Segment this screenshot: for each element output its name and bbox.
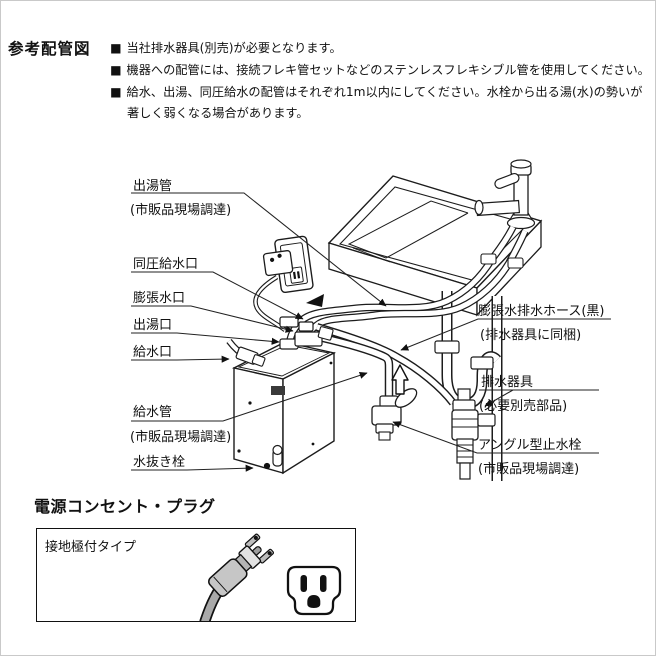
label-expansion-port: 膨張水口: [133, 291, 185, 306]
page-title: 参考配管図: [8, 40, 91, 58]
drain-plug: [263, 444, 283, 470]
bullet-icon: ■: [110, 41, 122, 55]
bullet-icon: ■: [110, 62, 122, 77]
note-item: ■ 当社排水器具(別売)が必要となります。: [110, 38, 650, 60]
label-hot-water-pipe: 出湯管: [133, 179, 172, 194]
leader-lines: [131, 192, 611, 472]
power-outlet-icon: [286, 565, 342, 616]
label-water-inlet: 給水口: [133, 345, 172, 360]
label-drain-plug: 水抜き栓: [133, 454, 185, 470]
label-drain-fixture: 排水器具: [481, 375, 533, 390]
drain-fixture: [451, 388, 496, 480]
wall-outlet: [262, 235, 314, 294]
bullet-icon: ■: [110, 84, 122, 99]
label-angle-stop-valve-note: (市販品現場調達): [478, 461, 579, 477]
power-section-heading: 電源コンセント・プラグ: [34, 497, 216, 516]
power-plug-icon: [199, 533, 275, 621]
label-drain-fixture-note: (必要別売部品): [479, 398, 567, 414]
label-hot-water-outlet: 出湯口: [133, 318, 172, 333]
up-arrow-icon: [391, 364, 409, 395]
diagram-labels: 出湯管 (市販品現場調達) 同圧給水口 膨張水口 出湯口 給水口 給水管 (市販…: [130, 179, 605, 477]
flow-arrow-icon: [306, 294, 324, 307]
label-expansion-drain-hose-note: (排水器具に同梱): [480, 328, 581, 343]
angle-stop-valve: [371, 388, 418, 441]
piping-diagram: 出湯管 (市販品現場調達) 同圧給水口 膨張水口 出湯口 給水口 給水管 (市販…: [1, 151, 655, 499]
note-text: 給水、出湯、同圧給水の配管はそれぞれ1m以内にしてください。水栓から出る湯(水)…: [126, 84, 643, 121]
label-equal-pressure-inlet: 同圧給水口: [133, 257, 198, 272]
plug-type-label: 接地極付タイプ: [45, 540, 137, 555]
drain-trap: [434, 291, 503, 481]
label-supply-pipe: 給水管: [133, 405, 172, 420]
label-expansion-drain-hose: 膨張水排水ホース(黒): [478, 304, 605, 319]
label-supply-pipe-note: (市販品現場調達): [130, 429, 231, 445]
power-plug-box: 接地極付タイプ: [36, 528, 356, 622]
note-text: 機器への配管には、接続フレキ管セットなどのステンレスフレキシブル管を使用してくだ…: [126, 62, 650, 77]
note-text: 当社排水器具(別売)が必要となります。: [126, 41, 342, 55]
faucet: [474, 159, 536, 230]
water-heater: [231, 341, 337, 475]
power-cord: [253, 275, 287, 332]
label-hot-water-pipe-note: (市販品現場調達): [130, 202, 231, 218]
label-angle-stop-valve: アングル型止水栓: [478, 438, 581, 453]
note-item: ■ 給水、出湯、同圧給水の配管はそれぞれ1m以内にしてください。水栓から出る湯(水…: [110, 82, 650, 126]
notes-list: ■ 当社排水器具(別売)が必要となります。 ■ 機器への配管には、接続フレキ管セット…: [110, 38, 650, 125]
note-item: ■ 機器への配管には、接続フレキ管セットなどのステンレスフレキシブル管を使用してく…: [110, 60, 650, 82]
supply-pipe: [318, 332, 394, 398]
heater-fittings: [226, 316, 334, 367]
sink: [327, 175, 543, 317]
expansion-drain-hose: [315, 323, 457, 406]
